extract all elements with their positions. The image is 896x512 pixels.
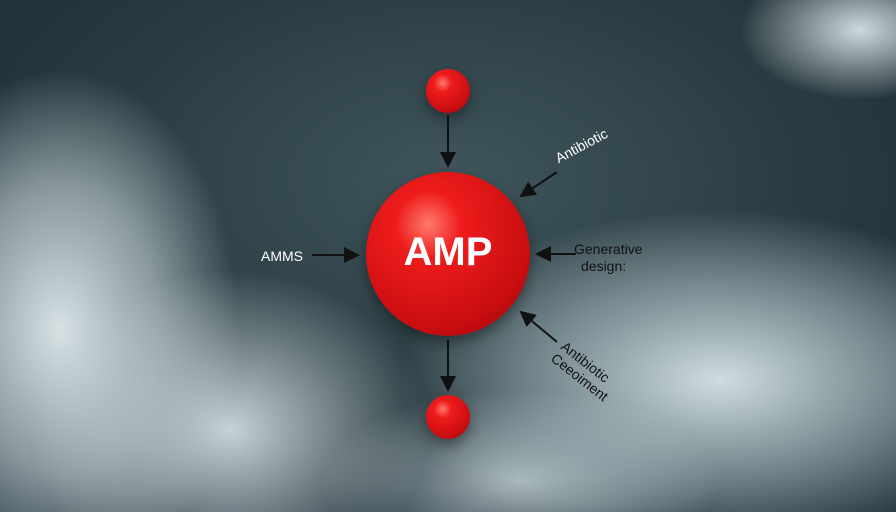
arrow-bottom-right	[519, 310, 558, 343]
center-label: AMP	[403, 230, 493, 274]
center-node: AMP	[366, 172, 530, 336]
top-node	[426, 69, 470, 113]
label-right-1: Generative	[574, 241, 643, 257]
bottom-node	[426, 395, 470, 439]
label-right-2: design:	[581, 258, 627, 274]
label-left: AMMS	[261, 248, 303, 264]
arrow-top-right	[519, 171, 558, 198]
